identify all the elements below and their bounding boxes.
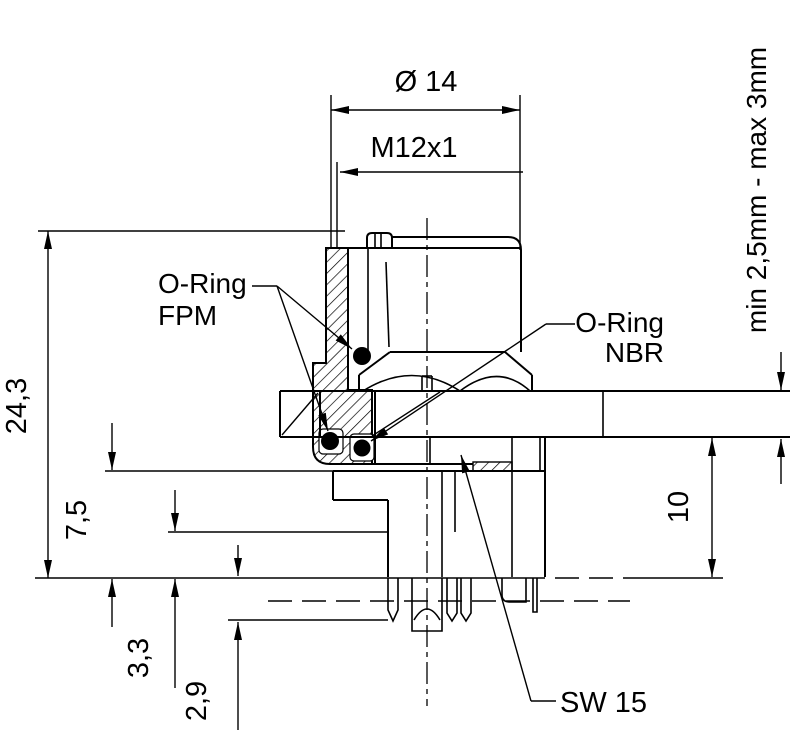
reference-lines	[35, 230, 723, 621]
dimension-panel-thickness: min 2,5mm - max 3mm	[741, 47, 785, 484]
dimension-thread-m12x1: M12x1	[336, 132, 523, 248]
dim-2-9-text: 2,9	[181, 681, 213, 721]
label-o-ring-nbr: O-Ring NBR	[370, 307, 664, 442]
o-ring-fpm-upper	[353, 347, 371, 365]
hex-flange	[358, 351, 533, 392]
dimension-2-9: 2,9	[181, 545, 242, 730]
o-ring-fpm-text-line1: O-Ring	[158, 268, 247, 299]
o-ring-fpm-lower	[321, 432, 339, 450]
dimension-7-5: 7,5	[61, 423, 116, 627]
top-cap	[366, 232, 393, 248]
o-rings	[321, 347, 371, 457]
dimension-3-3: 3,3	[123, 490, 179, 688]
dim-panel-thickness-text: min 2,5mm - max 3mm	[741, 47, 772, 333]
dimension-diameter-14: Ø 14	[330, 66, 521, 250]
dim-24-3-text: 24,3	[1, 378, 33, 434]
contact-pins	[387, 578, 538, 632]
dim-7-5-text: 7,5	[61, 500, 93, 540]
dimension-24-3: 24,3	[1, 231, 52, 578]
o-ring-fpm-text-line2: FPM	[158, 300, 217, 331]
dim-diameter-text: Ø 14	[395, 66, 458, 98]
o-ring-nbr-text-line2: NBR	[605, 337, 664, 368]
o-ring-nbr	[353, 439, 371, 457]
dimension-10: 10	[663, 438, 716, 577]
label-sw15: SW 15	[460, 454, 647, 719]
dim-thread-text: M12x1	[370, 132, 457, 164]
sw15-text: SW 15	[560, 687, 647, 719]
o-ring-nbr-text-line1: O-Ring	[575, 307, 664, 338]
lower-body	[332, 437, 546, 577]
label-o-ring-fpm: O-Ring FPM	[158, 268, 353, 432]
dim-10-text: 10	[663, 491, 695, 523]
nut-section-hatch	[472, 461, 513, 472]
connector-body	[312, 232, 533, 465]
panel-plate	[279, 390, 790, 464]
dim-3-3-text: 3,3	[123, 638, 155, 678]
